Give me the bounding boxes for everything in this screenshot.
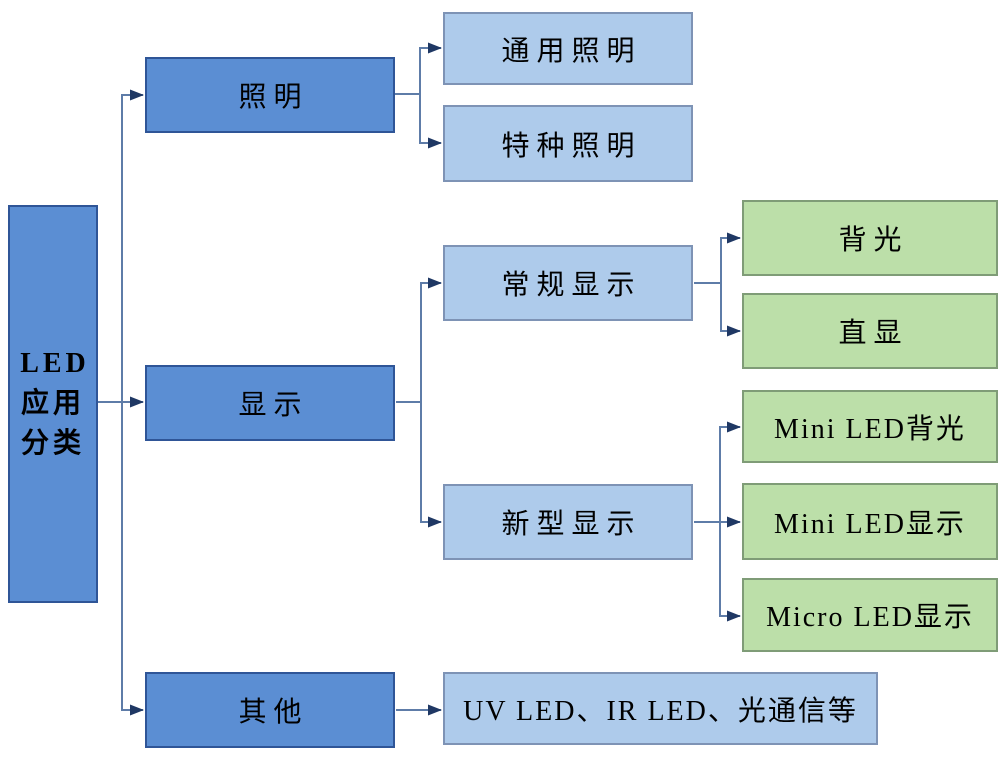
connector-lighting-general bbox=[395, 42, 442, 95]
node-general-lighting-label: 通用照明 bbox=[501, 35, 642, 67]
node-conventional-display: 常规显示 bbox=[443, 245, 693, 321]
node-display-label: 显示 bbox=[238, 390, 309, 421]
node-general-lighting: 通用照明 bbox=[443, 12, 693, 85]
node-backlight-label: 背光 bbox=[838, 225, 909, 256]
node-root: LED 应用 分类 bbox=[8, 205, 98, 603]
node-lighting: 照明 bbox=[145, 57, 395, 133]
node-root-label: LED 应用 分类 bbox=[20, 348, 90, 459]
node-mini-led-backlight: Mini LED背光 bbox=[742, 390, 998, 463]
connector-new-miniledbacklight bbox=[719, 421, 741, 522]
node-conventional-display-label: 常规显示 bbox=[501, 270, 642, 301]
connector-conventional-direct bbox=[720, 283, 741, 337]
connector-root-other bbox=[121, 402, 144, 716]
node-mini-led-display-label: Mini LED显示 bbox=[774, 508, 966, 540]
connector-lighting-special bbox=[419, 94, 442, 149]
node-new-display: 新型显示 bbox=[443, 484, 693, 560]
node-lighting-label: 照明 bbox=[238, 82, 309, 113]
node-direct-display: 直显 bbox=[742, 293, 998, 369]
node-new-display-label: 新型显示 bbox=[501, 509, 642, 540]
node-mini-led-display: Mini LED显示 bbox=[742, 483, 998, 560]
node-other-detail: UV LED、IR LED、光通信等 bbox=[443, 672, 878, 745]
node-direct-display-label: 直显 bbox=[838, 318, 909, 349]
connector-display-conventional bbox=[396, 277, 442, 403]
node-micro-led-display: Micro LED显示 bbox=[742, 578, 998, 652]
connector-conventional-backlight bbox=[694, 232, 741, 284]
node-other: 其他 bbox=[145, 672, 395, 748]
connector-display-new bbox=[420, 402, 442, 528]
connector-new-microleddisplay bbox=[719, 522, 741, 622]
node-backlight: 背光 bbox=[742, 200, 998, 276]
node-special-lighting-label: 特种照明 bbox=[501, 130, 642, 162]
node-special-lighting: 特种照明 bbox=[443, 105, 693, 182]
node-other-label: 其他 bbox=[238, 697, 309, 728]
node-micro-led-display-label: Micro LED显示 bbox=[766, 602, 974, 633]
node-display: 显示 bbox=[145, 365, 395, 441]
node-other-detail-label: UV LED、IR LED、光通信等 bbox=[463, 695, 858, 727]
connector-root-lighting bbox=[121, 89, 144, 402]
node-mini-led-backlight-label: Mini LED背光 bbox=[774, 413, 966, 445]
